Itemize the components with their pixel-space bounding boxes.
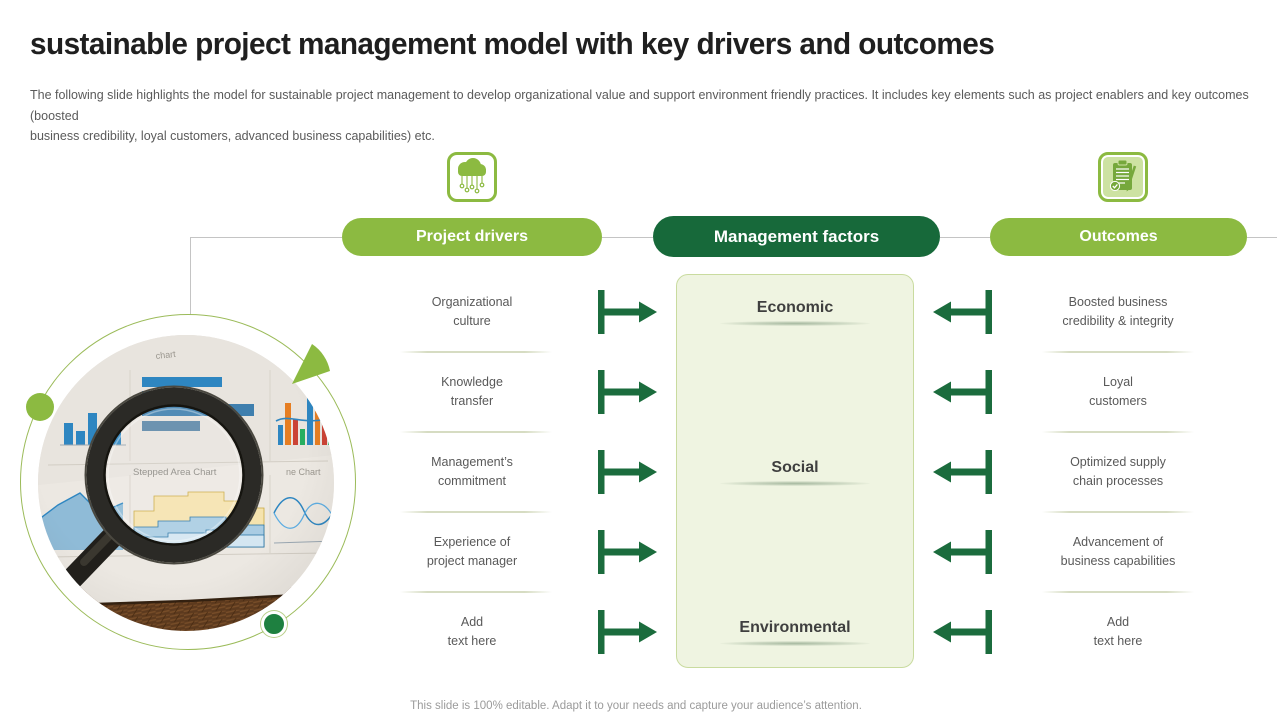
column-header-label: Project drivers <box>415 228 529 245</box>
factor-environmental: Environmental <box>677 619 913 646</box>
factor-label: Environmental <box>739 619 851 636</box>
connector-line-mid1 <box>602 237 653 238</box>
connector-line-mid2 <box>940 237 990 238</box>
column-header-project-drivers: Project drivers <box>342 218 602 256</box>
outcome-item: Loyal customers <box>1040 352 1196 432</box>
slide-footer-note: This slide is 100% editable. Adapt it to… <box>410 700 862 712</box>
column-header-label: Outcomes <box>1079 228 1158 245</box>
arrow-left-icon <box>933 530 992 574</box>
outcome-item-label: Loyal customers <box>1089 374 1147 408</box>
driver-item-label: Add text here <box>447 614 497 648</box>
arrow-right-icon <box>598 370 657 414</box>
label-shadow <box>720 641 870 646</box>
divider <box>400 511 552 513</box>
column-header-management-factors: Management factors <box>653 216 940 257</box>
driver-item-label: Management’s commitment <box>431 454 513 488</box>
outcome-item: Boosted business credibility & integrity <box>1040 272 1196 352</box>
driver-item: Management’s commitment <box>397 432 547 512</box>
divider <box>1042 511 1194 513</box>
decorative-ring <box>20 314 356 650</box>
arrow-left-icon <box>933 610 992 654</box>
arrow-left-icon <box>933 290 992 334</box>
connector-line-right <box>1247 237 1277 238</box>
arrow-left-icon <box>933 370 992 414</box>
outcome-item: Optimized supply chain processes <box>1040 432 1196 512</box>
photo-label-stepped: Stepped Area Chart <box>133 467 217 478</box>
clipboard-pencil-icon <box>1098 152 1148 202</box>
arrow-right-icon <box>598 530 657 574</box>
divider <box>1042 351 1194 353</box>
factor-social: Social <box>677 459 913 486</box>
slide-subtitle: The following slide highlights the model… <box>30 88 1249 144</box>
decorative-fan-shape <box>292 344 330 384</box>
photo-label-top: chart <box>155 349 176 361</box>
divider <box>400 591 552 593</box>
column-header-label: Management factors <box>713 226 880 246</box>
outcome-item: Add text here <box>1040 592 1196 672</box>
divider <box>1042 431 1194 433</box>
outcome-item-label: Add text here <box>1093 614 1143 648</box>
connector-line-vertical <box>190 237 191 315</box>
cloud-network-icon <box>447 152 497 202</box>
factor-label: Economic <box>756 299 834 316</box>
management-factors-panel: Economic Social Environmental <box>676 274 914 668</box>
driver-item-label: Organizational culture <box>431 294 513 328</box>
driver-item: Knowledge transfer <box>397 352 547 432</box>
photo-vignette <box>38 335 334 631</box>
factor-economic: Economic <box>677 299 913 326</box>
outcome-item-label: Advancement of business capabilities <box>1060 534 1176 568</box>
outcome-item-label: Optimized supply chain processes <box>1070 454 1166 488</box>
factor-label: Social <box>771 459 819 476</box>
arrow-right-icon <box>598 610 657 654</box>
driver-item: Experience of project manager <box>397 512 547 592</box>
connector-line-left <box>190 237 342 238</box>
divider <box>400 431 552 433</box>
page-title: sustainable project management model wit… <box>30 26 995 61</box>
outcome-item-label: Boosted business credibility & integrity <box>1062 294 1174 328</box>
column-header-outcomes: Outcomes <box>990 218 1247 256</box>
arrow-right-icon <box>598 290 657 334</box>
driver-item-label: Experience of project manager <box>426 534 518 568</box>
driver-item: Organizational culture <box>397 272 547 352</box>
label-shadow <box>720 481 870 486</box>
photo-label-line: ne Chart <box>286 467 321 477</box>
divider <box>400 351 552 353</box>
label-shadow <box>720 321 870 326</box>
decorative-dot-light <box>26 393 54 421</box>
decorative-dot-dark <box>261 611 287 637</box>
arrow-left-icon <box>933 450 992 494</box>
driver-item: Add text here <box>397 592 547 672</box>
divider <box>1042 591 1194 593</box>
driver-item-label: Knowledge transfer <box>441 374 503 408</box>
outcome-item: Advancement of business capabilities <box>1040 512 1196 592</box>
arrow-right-icon <box>598 450 657 494</box>
